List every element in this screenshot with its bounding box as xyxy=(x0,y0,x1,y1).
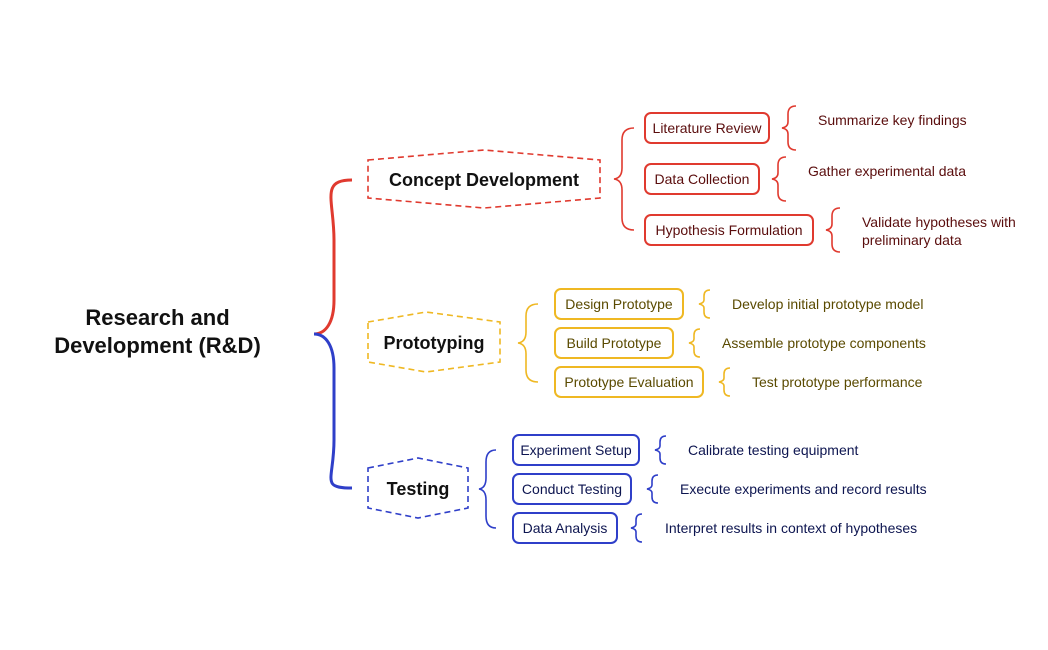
leaf-brace xyxy=(654,435,667,465)
root-node: Research and Development (R&D) xyxy=(30,304,285,360)
leaf-brace xyxy=(630,513,643,543)
design-prototype-node: Design Prototype xyxy=(554,288,684,320)
build-prototype-node: Build Prototype xyxy=(554,327,674,359)
leaf-test-prototype-performance: Test prototype performance xyxy=(752,374,923,390)
concept-development-brace xyxy=(613,127,635,231)
leaf-brace xyxy=(771,156,787,202)
leaf-brace xyxy=(718,367,731,397)
prototype-evaluation-node: Prototype Evaluation xyxy=(554,366,704,398)
leaf-assemble-prototype-components: Assemble prototype components xyxy=(722,335,926,351)
testing-node-shape xyxy=(367,457,469,519)
root-title-line2: Development (R&D) xyxy=(54,333,261,358)
literature-review-node: Literature Review xyxy=(644,112,770,144)
leaf-brace xyxy=(781,105,797,151)
prototyping-node-shape xyxy=(367,311,501,373)
conduct-testing-node: Conduct Testing xyxy=(512,473,632,505)
leaf-line: Validate hypotheses with xyxy=(862,214,1016,230)
concept-development-node: Concept Development xyxy=(388,170,580,190)
root-connector-blue xyxy=(313,332,353,490)
experiment-setup-node: Experiment Setup xyxy=(512,434,640,466)
leaf-summarize-key-findings: Summarize key findings xyxy=(818,112,967,128)
testing-brace xyxy=(478,449,497,529)
leaf-brace xyxy=(698,289,711,319)
testing-node: Testing xyxy=(386,479,450,499)
leaf-develop-initial-prototype-model: Develop initial prototype model xyxy=(732,296,924,312)
leaf-validate-hypotheses: Validate hypotheses with preliminary dat… xyxy=(862,213,1016,249)
data-collection-node: Data Collection xyxy=(644,163,760,195)
prototyping-brace xyxy=(517,303,539,383)
leaf-calibrate-testing-equipment: Calibrate testing equipment xyxy=(688,442,859,458)
root-title-line1: Research and xyxy=(85,305,230,330)
leaf-gather-experimental-data: Gather experimental data xyxy=(808,163,966,179)
root-connector-red xyxy=(313,178,353,336)
leaf-brace xyxy=(688,328,701,358)
leaf-line: preliminary data xyxy=(862,232,962,248)
prototyping-node: Prototyping xyxy=(383,333,485,353)
data-analysis-node: Data Analysis xyxy=(512,512,618,544)
hypothesis-formulation-node: Hypothesis Formulation xyxy=(644,214,814,246)
concept-development-node-shape xyxy=(367,149,601,209)
leaf-brace xyxy=(646,474,659,504)
leaf-interpret-results: Interpret results in context of hypothes… xyxy=(665,520,918,536)
leaf-brace xyxy=(825,207,841,253)
leaf-execute-experiments: Execute experiments and record results xyxy=(680,481,927,497)
